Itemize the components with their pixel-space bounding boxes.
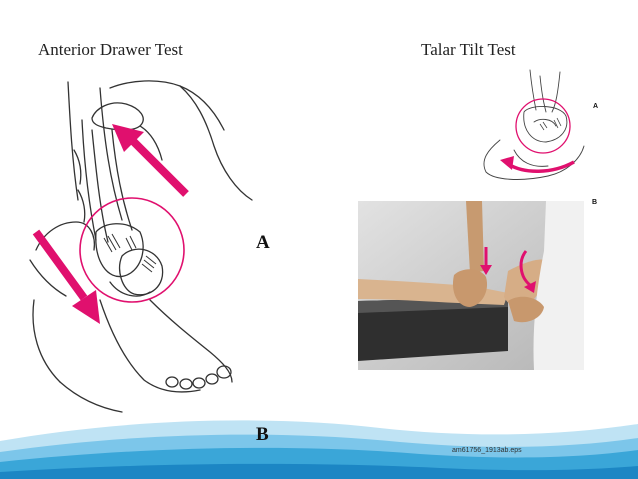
- focus-circle: [79, 197, 185, 303]
- talar-tilt-photo: [358, 201, 584, 370]
- arrow-down-right-icon: [32, 229, 100, 324]
- figure-label-small-a: A: [593, 103, 599, 110]
- figure-label-small-b: B: [592, 199, 598, 206]
- arrow-up-left-icon: [112, 124, 189, 197]
- figure-label-a: A: [256, 232, 270, 253]
- title-talar-tilt-test: Talar Tilt Test: [421, 40, 516, 59]
- title-anterior-drawer-test: Anterior Drawer Test: [38, 40, 183, 59]
- footer-wave-decoration: [0, 420, 638, 479]
- talar-tilt-small-illustration: [483, 69, 585, 180]
- ligament-hatching: [103, 233, 157, 273]
- figure-caption: am61756_1913ab.eps: [452, 447, 522, 454]
- figure-label-b: B: [256, 424, 269, 445]
